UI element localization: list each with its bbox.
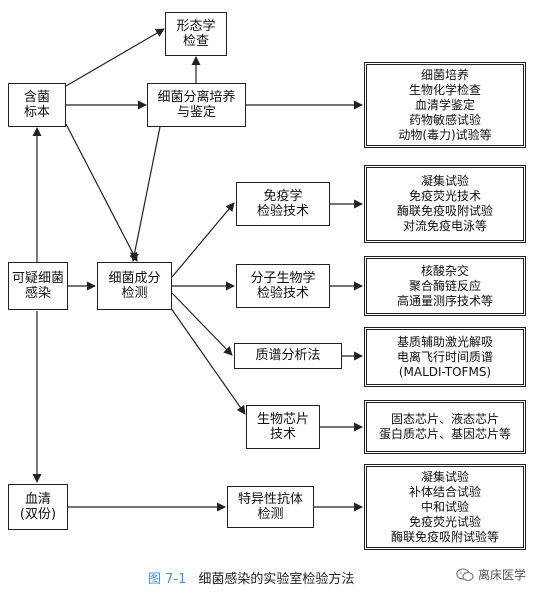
arrow-isolation-components [130, 126, 161, 262]
figure-number: 图 7-1 [148, 572, 187, 587]
node-isolation-methods: 细菌培养 生物化学检查 血清学鉴定 药物敏感试验 动物(毒力)试验等 [364, 62, 526, 148]
node-biochip-methods: 固态芯片、液态芯片 蛋白质芯片、基因芯片等 [364, 400, 526, 454]
node-serum: 血清 (双份) [8, 484, 68, 530]
arrow-components-mass [171, 292, 233, 356]
node-isolation: 细菌分离培养 与鉴定 [147, 83, 246, 127]
node-immuno: 免疫学 检验技术 [236, 182, 330, 226]
watermark: 离床医学 [456, 566, 526, 583]
watermark-text: 离床医学 [477, 568, 526, 582]
figure-caption: 图 7-1 细菌感染的实验室检验方法 [148, 568, 354, 587]
node-biochip: 生物芯片 技术 [246, 405, 320, 449]
node-components-label: 细菌成分 检测 [108, 270, 161, 301]
node-antibody: 特异性抗体 检测 [227, 486, 314, 528]
node-suspected-label: 可疑细菌 感染 [11, 270, 64, 301]
node-isolation-methods-label: 细菌培养 生物化学检查 血清学鉴定 药物敏感试验 动物(毒力)试验等 [398, 67, 492, 142]
node-immuno-label: 免疫学 检验技术 [256, 188, 309, 219]
node-isolation-label: 细菌分离培养 与鉴定 [157, 89, 236, 120]
node-morphology-label: 形态学 检查 [176, 18, 216, 49]
node-molecular-methods: 核酸杂交 聚合酶链反应 高通量测序技术等 [364, 256, 526, 316]
node-suspected: 可疑细菌 感染 [8, 262, 68, 310]
node-biochip-methods-label: 固态芯片、液态芯片 蛋白质芯片、基因芯片等 [378, 412, 511, 441]
node-antibody-label: 特异性抗体 检测 [237, 491, 303, 522]
figure-title: 细菌感染的实验室检验方法 [198, 572, 355, 587]
node-mass-spec-methods-label: 基质辅助激光解吸 电离飞行时间质谱 (MALDI-TOFMS) [396, 334, 493, 379]
node-molecular-label: 分子生物学 检验技术 [250, 270, 316, 301]
arrow-components-biochip [167, 303, 246, 415]
node-mass-spec-methods: 基质辅助激光解吸 电离飞行时间质谱 (MALDI-TOFMS) [364, 327, 526, 387]
node-immuno-methods: 凝集试验 免疫荧光技术 酶联免疫吸附试验 对流免疫电泳等 [364, 165, 526, 243]
node-molecular-methods-label: 核酸杂交 聚合酶链反应 高通量测序技术等 [396, 263, 493, 308]
node-specimen-label: 含菌 标本 [23, 89, 50, 120]
node-molecular: 分子生物学 检验技术 [236, 264, 330, 308]
node-immuno-methods-label: 凝集试验 免疫荧光技术 酶联免疫吸附试验 对流免疫电泳等 [396, 174, 493, 233]
node-morphology: 形态学 检查 [165, 12, 227, 56]
node-mass-spec: 质谱分析法 [234, 343, 342, 369]
arrow-components-immuno [171, 202, 235, 278]
node-serum-label: 血清 (双份) [19, 491, 57, 522]
arrow-specimen-components [65, 123, 138, 262]
node-biochip-label: 生物芯片 技术 [256, 411, 309, 442]
node-components: 细菌成分 检测 [97, 262, 172, 310]
node-specimen: 含菌 标本 [8, 83, 66, 127]
node-mass-spec-label: 质谱分析法 [255, 348, 321, 364]
node-antibody-methods-label: 凝集试验 补体结合试验 中和试验 免疫荧光试验 酶联免疫吸附试验等 [390, 469, 499, 544]
wechat-icon [456, 567, 474, 582]
node-antibody-methods: 凝集试验 补体结合试验 中和试验 免疫荧光试验 酶联免疫吸附试验等 [364, 464, 526, 550]
arrow-specimen-morphology [65, 28, 165, 87]
